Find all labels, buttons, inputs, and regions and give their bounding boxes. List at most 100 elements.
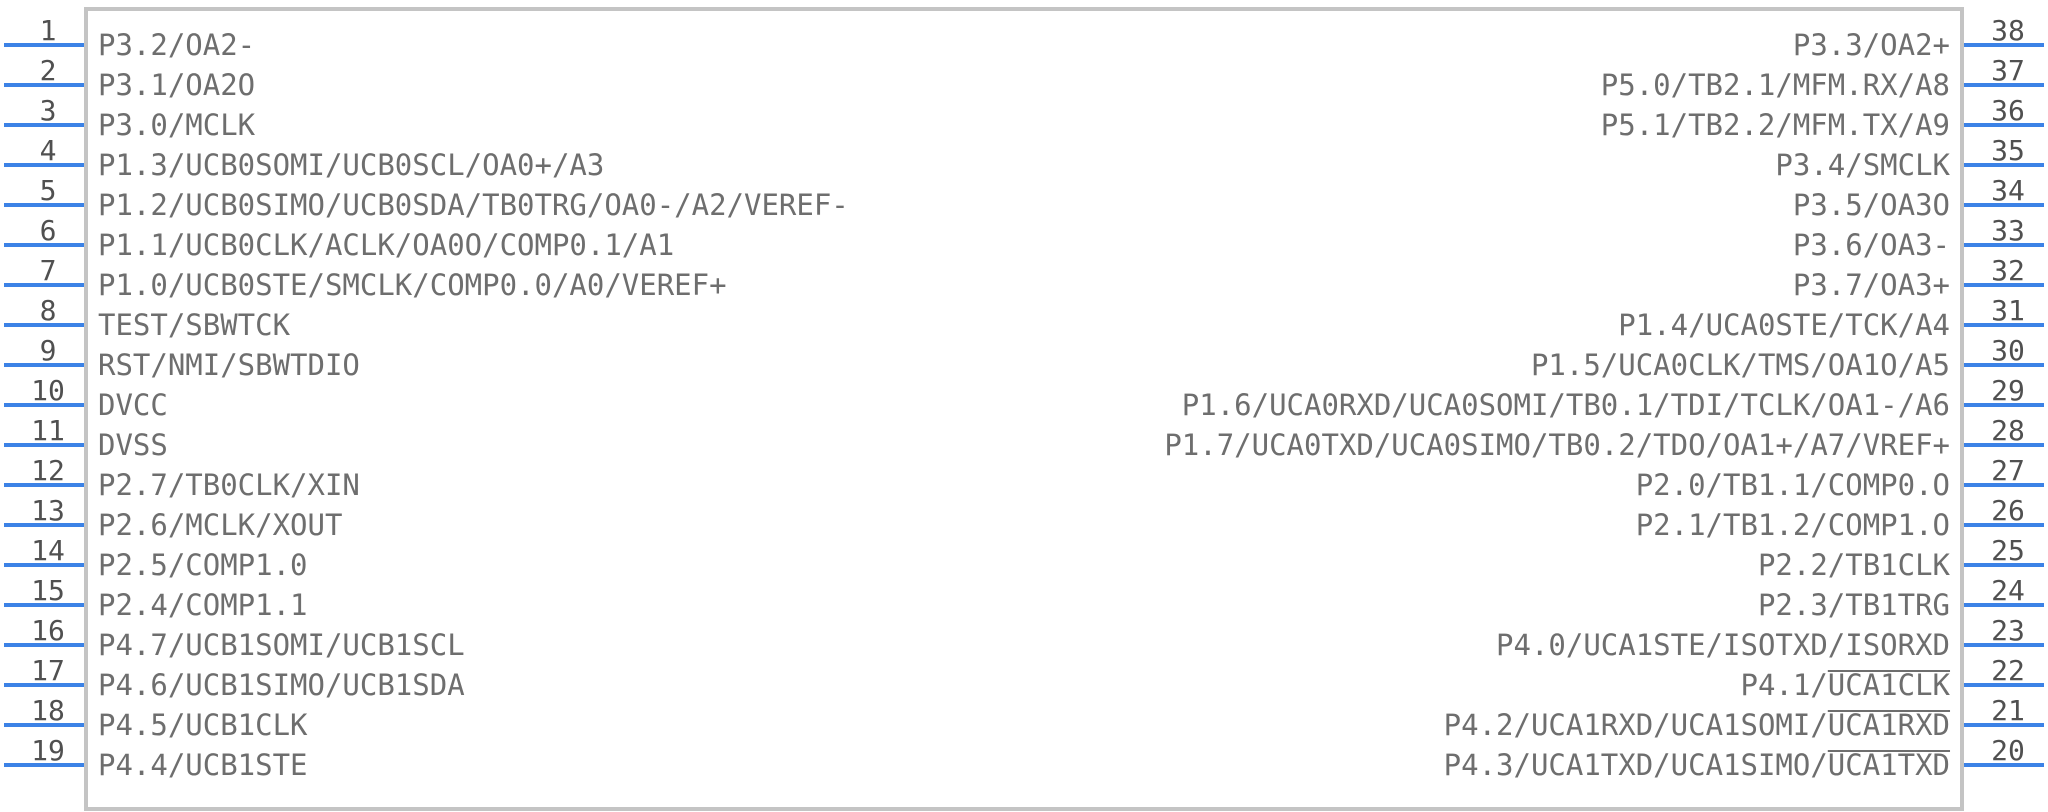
pin-number: 30 — [1991, 334, 2025, 367]
pin-number: 32 — [1991, 254, 2025, 287]
pin-number: 33 — [1991, 214, 2025, 247]
pin-7: 7 P1.0/UCB0STE/SMCLK/COMP0.0/A0/VEREF+ — [4, 254, 727, 302]
pin-number: 7 — [40, 254, 57, 287]
pin-label: P2.5/COMP1.0 — [98, 548, 308, 582]
pin-number: 10 — [31, 374, 65, 407]
pin-2: 2 P3.1/OA2O — [4, 54, 255, 102]
pin-8: 8 TEST/SBWTCK — [4, 294, 291, 342]
pin-label: P3.2/OA2- — [98, 28, 255, 62]
pin-number: 16 — [31, 614, 65, 647]
pin-label: P1.7/UCA0TXD/UCA0SIMO/TB0.2/TDO/OA1+/A7/… — [1164, 428, 1950, 462]
pin-36: 36 P5.1/TB2.2/MFM.TX/A9 — [1601, 94, 2044, 142]
pin-label: P3.3/OA2+ — [1793, 28, 1950, 62]
pin-number: 21 — [1991, 694, 2025, 727]
pin-number: 14 — [31, 534, 65, 567]
pin-label: DVSS — [98, 428, 168, 462]
pin-label: P4.5/UCB1CLK — [98, 708, 308, 742]
pin-number: 36 — [1991, 94, 2025, 127]
pin-label: P1.5/UCA0CLK/TMS/OA1O/A5 — [1531, 348, 1950, 382]
pin-6: 6 P1.1/UCB0CLK/ACLK/OA0O/COMP0.1/A1 — [4, 214, 674, 262]
pin-18: 18 P4.5/UCB1CLK — [4, 694, 308, 742]
pin-label: P5.1/TB2.2/MFM.TX/A9 — [1601, 108, 1950, 142]
pin-number: 6 — [40, 214, 57, 247]
pin-24: 24 P2.3/TB1TRG — [1758, 574, 2044, 622]
pin-29: 29P1.6/UCA0RXD/UCA0SOMI/TB0.1/TDI/TCLK/O… — [1182, 374, 2044, 422]
pin-label: P1.0/UCB0STE/SMCLK/COMP0.0/A0/VEREF+ — [98, 268, 727, 302]
pin-label: P2.2/TB1CLK — [1758, 548, 1951, 582]
pin-label: P4.0/UCA1STE/ISOTXD/ISORXD — [1496, 628, 1950, 662]
pin-32: 32 P3.7/OA3+ — [1793, 254, 2044, 302]
pin-label: RST/NMI/SBWTDIO — [98, 348, 360, 382]
pin-28: 28 P1.7/UCA0TXD/UCA0SIMO/TB0.2/TDO/OA1+/A… — [1164, 414, 2044, 462]
pin-13: 13 P2.6/MCLK/XOUT — [4, 494, 342, 542]
pin-number: 31 — [1991, 294, 2025, 327]
pin-number: 28 — [1991, 414, 2025, 447]
pin-number: 23 — [1991, 614, 2025, 647]
pin-number: 29 — [1991, 374, 2025, 407]
pin-number: 22 — [1991, 654, 2025, 687]
pin-15: 15 P2.4/COMP1.1 — [4, 574, 308, 622]
pin-27: 27 P2.0/TB1.1/COMP0.O — [1636, 454, 2044, 502]
pin-label: P4.4/UCB1STE — [98, 748, 308, 782]
pin-30: 30 P1.5/UCA0CLK/TMS/OA1O/A5 — [1531, 334, 2044, 382]
pin-label: P4.3/UCA1TXD/UCA1SIMO/UCA1TXD — [1444, 748, 1950, 782]
pin-label: P2.1/TB1.2/COMP1.O — [1636, 508, 1950, 542]
pin-number: 15 — [31, 574, 65, 607]
ic-body — [84, 7, 1964, 811]
pin-label: P4.7/UCB1SOMI/UCB1SCL — [98, 628, 465, 662]
pin-label: P4.6/UCB1SIMO/UCB1SDA — [98, 668, 465, 702]
pin-label: P2.7/TB0CLK/XIN — [98, 468, 360, 502]
pin-label: P2.4/COMP1.1 — [98, 588, 308, 622]
pin-11: 11 DVSS — [4, 414, 168, 462]
pin-label: P3.5/OA3O — [1793, 188, 1950, 222]
pin-9: 9 RST/NMI/SBWTDIO — [4, 334, 360, 382]
pin-number: 38 — [1991, 14, 2025, 47]
pin-label: P2.0/TB1.1/COMP0.O — [1636, 468, 1950, 502]
pin-33: 33 P3.6/OA3- — [1793, 214, 2044, 262]
pin-number: 37 — [1991, 54, 2025, 87]
pin-23: 23 P4.0/UCA1STE/ISOTXD/ISORXD — [1496, 614, 2044, 662]
pin-label: P3.6/OA3- — [1793, 228, 1950, 262]
pin-number: 3 — [40, 94, 57, 127]
pin-number: 4 — [40, 134, 57, 167]
pin-number: 18 — [31, 694, 65, 727]
pin-31: 31 P1.4/UCA0STE/TCK/A4 — [1618, 294, 2044, 342]
pin-number: 27 — [1991, 454, 2025, 487]
pin-label: P2.3/TB1TRG — [1758, 588, 1950, 622]
pin-label: P3.7/OA3+ — [1793, 268, 1950, 302]
pin-number: 8 — [40, 294, 57, 327]
pin-38: 38 P3.3/OA2+ — [1793, 14, 2044, 62]
pin-label: DVCC — [98, 388, 168, 422]
pin-number: 2 — [40, 54, 57, 87]
pin-label: P1.3/UCB0SOMI/UCB0SCL/OA0+/A3 — [98, 148, 604, 182]
pin-label: P1.4/UCA0STE/TCK/A4 — [1618, 308, 1950, 342]
pin-number: 24 — [1991, 574, 2025, 607]
pin-label: P2.6/MCLK/XOUT — [98, 508, 342, 542]
pin-label: P3.1/OA2O — [98, 68, 255, 102]
pin-label: P1.1/UCB0CLK/ACLK/OA0O/COMP0.1/A1 — [98, 228, 674, 262]
pin-number: 11 — [31, 414, 65, 447]
pin-number: 35 — [1991, 134, 2025, 167]
pin-label: P3.4/SMCLK — [1775, 148, 1950, 182]
pin-14: 14 P2.5/COMP1.0 — [4, 534, 308, 582]
pin-label: P4.1/UCA1CLK — [1740, 668, 1950, 702]
pin-label: TEST/SBWTCK — [98, 308, 291, 342]
pin-number: 9 — [40, 334, 57, 367]
pin-number: 19 — [31, 734, 65, 767]
pin-4: 4 P1.3/UCB0SOMI/UCB0SCL/OA0+/A3 — [4, 134, 604, 182]
pin-10: 10 DVCC — [4, 374, 168, 422]
pin-22: 22 P4.1/UCA1CLK — [1740, 654, 2044, 702]
pin-number: 13 — [31, 494, 65, 527]
pin-number: 17 — [31, 654, 65, 687]
